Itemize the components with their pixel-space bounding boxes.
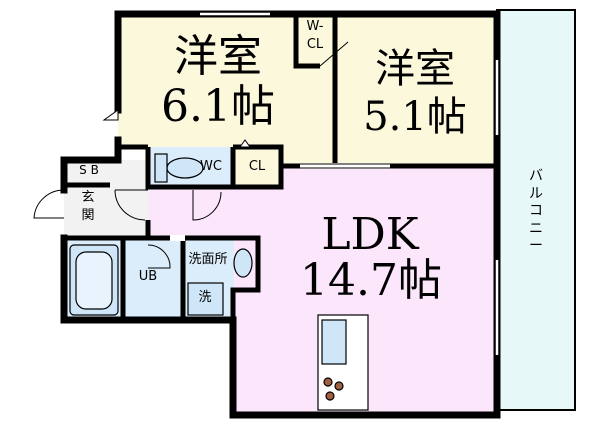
shoe-box-label: S B bbox=[79, 163, 99, 177]
washer-fixture bbox=[187, 282, 224, 316]
windows bbox=[200, 11, 500, 355]
wc-label: WC bbox=[200, 159, 222, 174]
entrance-label-1: 玄 bbox=[81, 190, 95, 205]
western-room-1-floor bbox=[118, 14, 335, 166]
wash-basin bbox=[233, 248, 253, 278]
closet-marker bbox=[239, 139, 251, 148]
closet-floor bbox=[233, 147, 281, 187]
unit-bath-label: UB bbox=[138, 269, 158, 284]
entrance-label-2: 関 bbox=[81, 208, 95, 223]
entry-marker bbox=[102, 109, 119, 121]
balcony-label: バルコニー bbox=[529, 168, 543, 254]
balcony-area bbox=[496, 9, 576, 411]
door-swings bbox=[33, 41, 390, 269]
western-room-1-size: 6.1帖 bbox=[161, 81, 275, 132]
bathtub-fixture bbox=[69, 244, 119, 316]
washer-label: 洗 bbox=[198, 290, 212, 305]
walls bbox=[60, 10, 501, 419]
entry-floor bbox=[64, 160, 148, 238]
walk-in-closet-floor bbox=[296, 14, 335, 66]
interior-walls bbox=[64, 14, 497, 320]
ldk-size: 14.7帖 bbox=[300, 255, 442, 306]
western-room-1-name: 洋室 bbox=[174, 31, 262, 82]
kitchen-counter bbox=[317, 314, 369, 411]
walk-in-closet-label-1: W- bbox=[306, 19, 324, 34]
western-room-2-size: 5.1帖 bbox=[363, 94, 467, 140]
toilet-fixture bbox=[154, 153, 204, 183]
western-room-2-floor bbox=[335, 14, 497, 166]
closet-label: CL bbox=[248, 159, 266, 174]
ldk-name: LDK bbox=[321, 209, 419, 260]
walk-in-closet-label-2: CL bbox=[306, 37, 324, 52]
western-room-2-name: 洋室 bbox=[375, 46, 455, 92]
washroom-label: 洗面所 bbox=[188, 252, 228, 267]
